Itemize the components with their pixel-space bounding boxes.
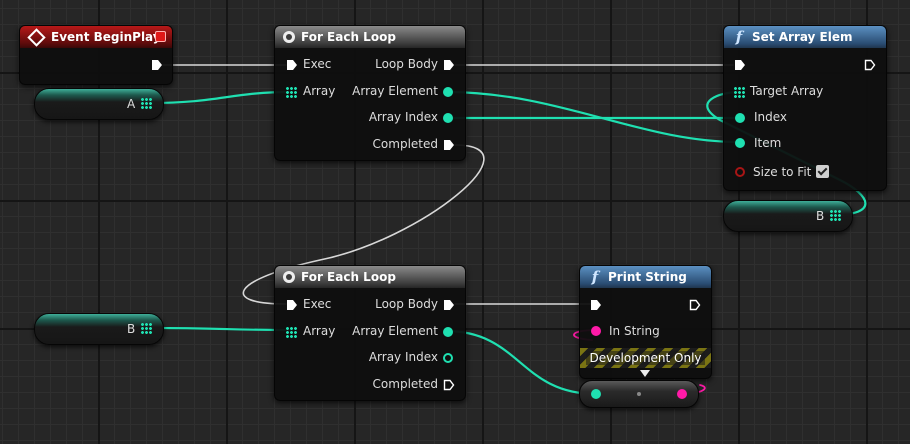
variable-b-node-1[interactable]: B [723,200,853,232]
wire-element-loop1-to-item [444,90,741,144]
conversion-node[interactable] [579,380,699,408]
loop1-title: For Each Loop [301,30,396,44]
conversion-in-pin[interactable] [591,389,601,399]
loop2-title: For Each Loop [301,270,396,284]
loop1-loop-body-label: Loop Body [375,57,438,71]
loop2-array-index-pin[interactable] [443,353,453,363]
setarray-index-label: Index [754,110,788,124]
development-only-label: Development Only [586,351,705,365]
variable-b-node-2[interactable]: B [34,313,164,345]
loop1-loop-body-pin[interactable] [443,59,455,71]
loop1-array-element-pin[interactable] [443,87,453,97]
loop2-header[interactable]: For Each Loop [275,266,465,288]
loop2-completed-pin[interactable] [443,379,455,391]
loop2-exec-in-pin[interactable] [286,299,298,311]
loop2-loop-body-pin[interactable] [443,299,455,311]
loop1-completed-pin[interactable] [443,139,455,151]
stop-icon [155,31,166,42]
loop2-array-index-label: Array Index [368,350,438,364]
array-grid-icon[interactable] [141,98,152,109]
setarray-item-label: Item [754,136,782,150]
loop2-array-in-pin[interactable] [286,327,297,338]
expand-arrow-icon[interactable] [640,370,650,377]
loop2-array-element-pin[interactable] [443,327,453,337]
variable-b1-label: B [816,209,825,223]
event-beginplay-node[interactable]: Event BeginPlay [19,25,173,85]
conversion-out-pin[interactable] [677,389,687,399]
print-exec-out-pin[interactable] [689,299,701,311]
variable-b2-label: B [127,322,136,336]
loop2-exec-label: Exec [303,297,332,311]
size-to-fit-checkbox[interactable] [816,165,829,178]
setarray-exec-in-pin[interactable] [734,59,746,71]
print-in-string-pin[interactable] [591,326,601,336]
macro-loop-icon [283,31,295,43]
loop2-array-label: Array [303,324,336,338]
loop1-array-label: Array [303,84,336,98]
variable-a-node[interactable]: A [34,88,164,120]
function-f-icon: f [591,268,599,286]
development-only-banner: Development Only [580,348,711,368]
setarray-size-to-fit-pin[interactable] [735,167,745,177]
print-in-string-label: In String [609,324,660,338]
array-grid-icon[interactable] [830,210,841,221]
setarray-index-pin[interactable] [735,113,745,123]
set-array-elem-title: Set Array Elem [752,30,853,44]
setarray-target-array-label: Target Array [750,84,824,98]
event-beginplay-header[interactable]: Event BeginPlay [20,26,172,48]
loop2-completed-label: Completed [372,377,438,391]
loop1-header[interactable]: For Each Loop [275,26,465,48]
setarray-exec-out-pin[interactable] [864,59,876,71]
function-f-icon: f [735,28,743,46]
loop1-array-in-pin[interactable] [286,87,297,98]
variable-a-label: A [127,97,136,111]
loop1-array-index-pin[interactable] [443,113,453,123]
loop2-loop-body-label: Loop Body [375,297,438,311]
setarray-size-to-fit-label: Size to Fit [753,165,812,179]
macro-loop-icon [283,271,295,283]
wire-element-loop2-to-print [444,329,598,396]
array-grid-icon[interactable] [141,323,152,334]
loop1-array-index-label: Array Index [368,110,438,124]
exec-out-pin[interactable] [151,59,163,71]
setarray-item-pin[interactable] [735,138,745,148]
loop1-array-element-label: Array Element [352,84,438,98]
conversion-center-dot [637,392,641,396]
for-each-loop-node-1[interactable]: For Each Loop Exec Array Loop Body Array… [274,25,466,161]
wire-array-b-to-loop2 [148,326,294,332]
loop1-exec-in-pin[interactable] [286,59,298,71]
set-array-elem-node[interactable]: f Set Array Elem Target Array Index Item… [723,25,887,191]
event-diamond-icon [27,27,46,47]
print-string-node[interactable]: f Print String In String Development Onl… [579,265,712,379]
loop2-array-element-label: Array Element [352,324,438,338]
for-each-loop-node-2[interactable]: For Each Loop Exec Array Loop Body Array… [274,265,466,401]
loop1-completed-label: Completed [372,137,438,151]
wire-array-a-to-loop1 [148,90,294,105]
event-beginplay-title: Event BeginPlay [51,30,161,44]
loop1-exec-label: Exec [303,57,332,71]
print-string-title: Print String [608,270,687,284]
setarray-target-array-pin[interactable] [734,87,745,98]
print-exec-in-pin[interactable] [590,299,602,311]
set-array-elem-header[interactable]: f Set Array Elem [724,26,886,48]
print-string-header[interactable]: f Print String [580,266,711,288]
